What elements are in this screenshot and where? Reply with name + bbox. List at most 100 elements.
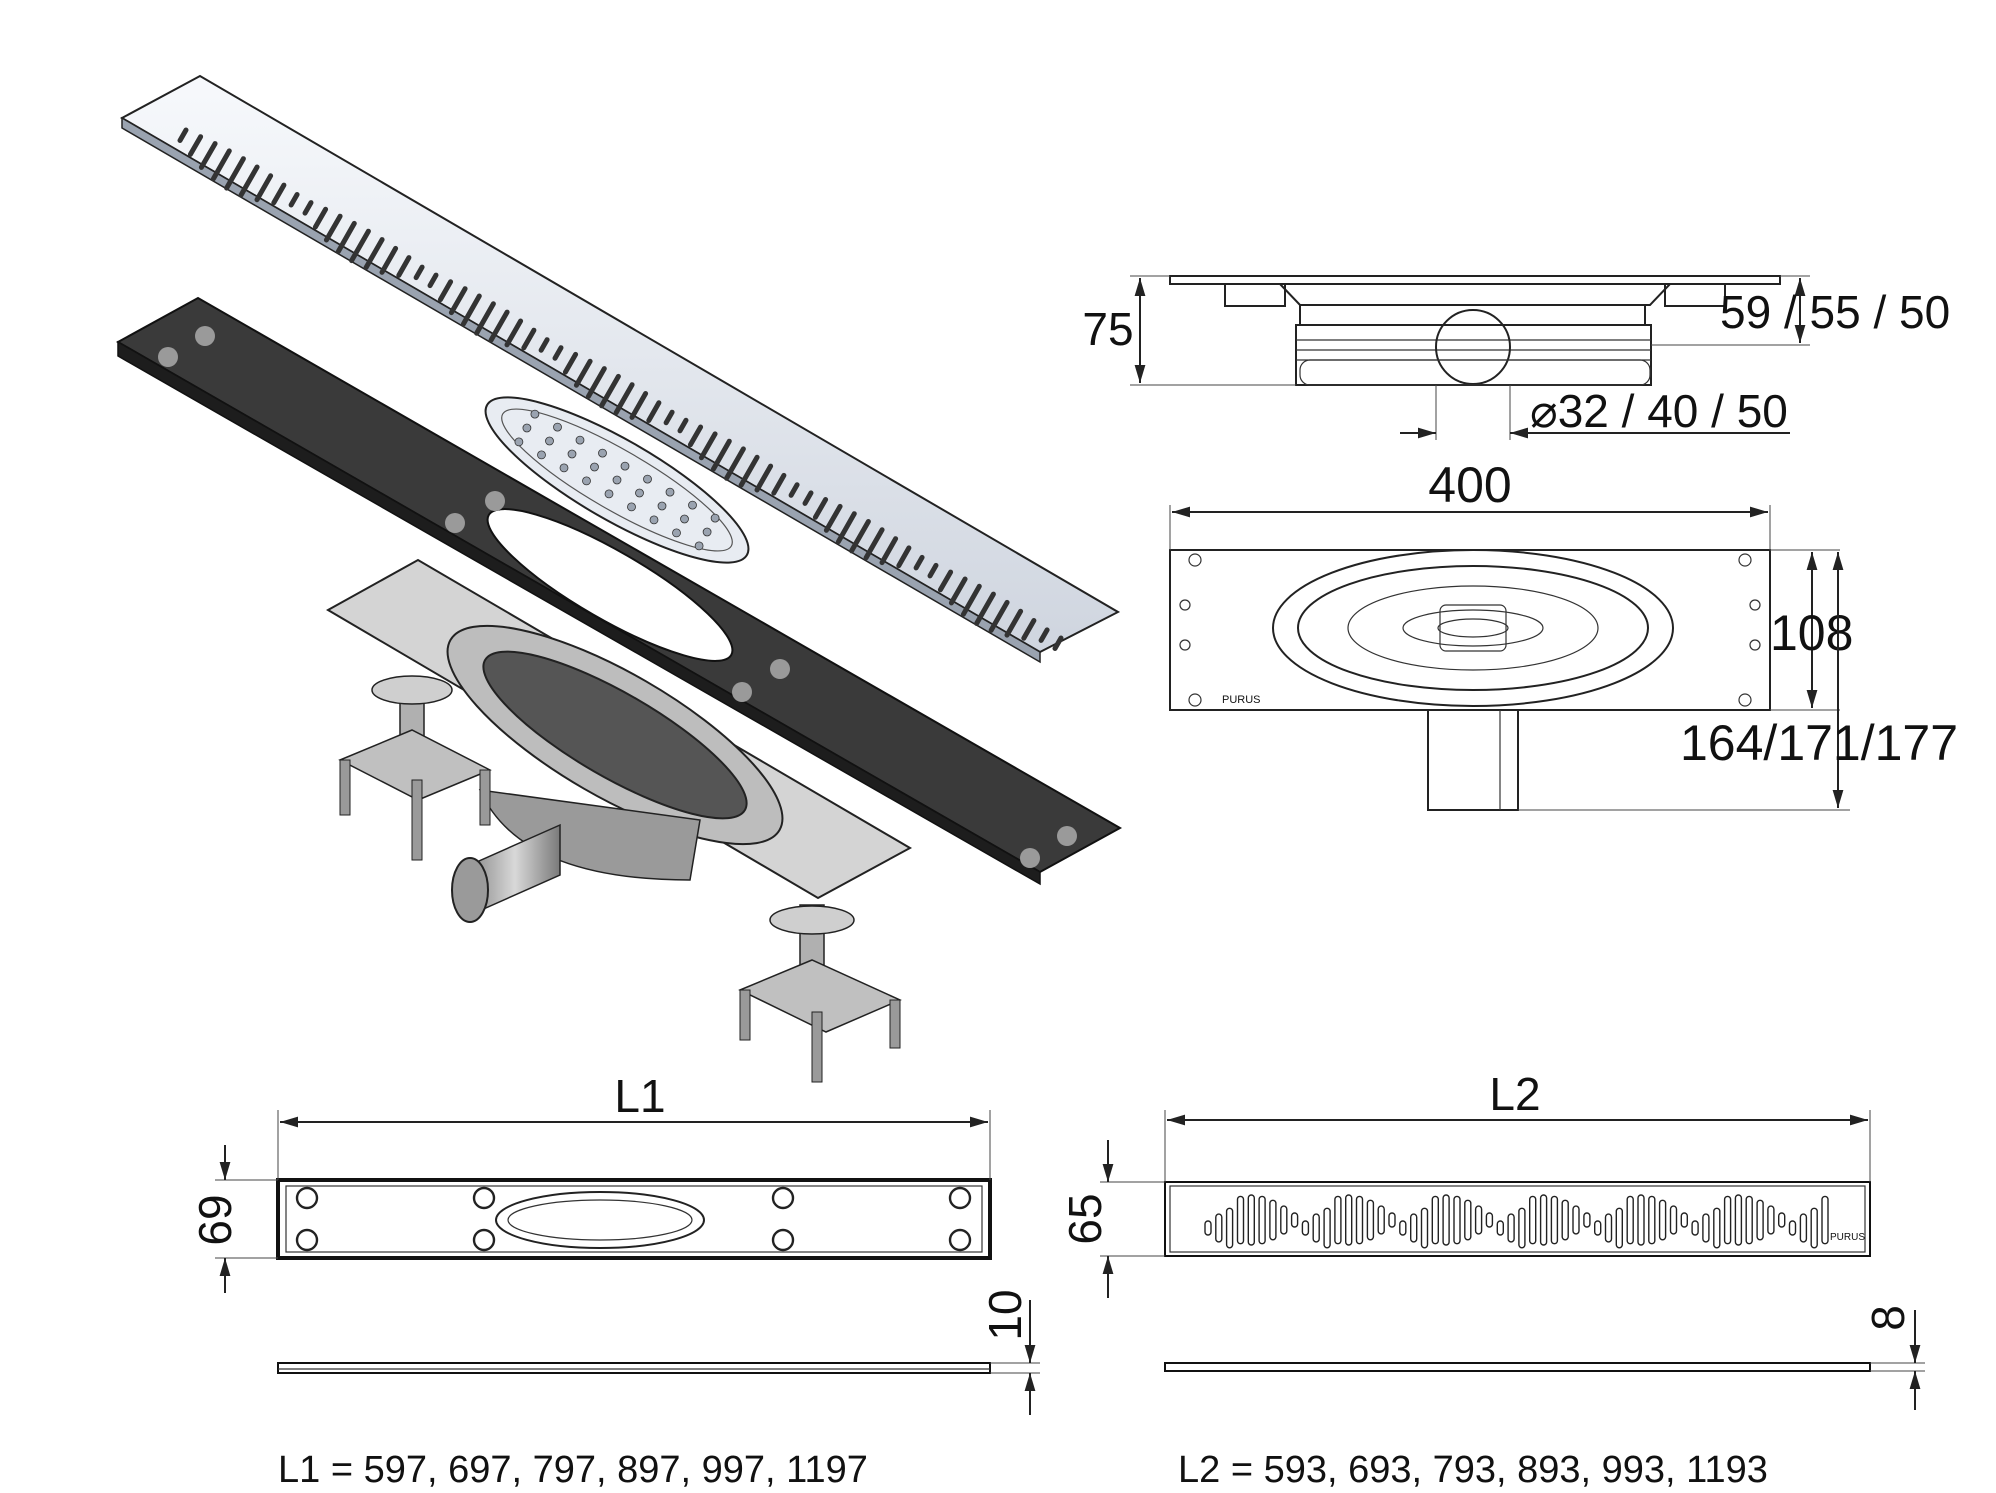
grate-slot bbox=[1366, 1199, 1375, 1241]
isometric-grate-slot bbox=[988, 599, 1010, 633]
grate-slot bbox=[1615, 1207, 1624, 1249]
isometric-grate-slot bbox=[538, 337, 550, 353]
strainer-hole bbox=[537, 450, 546, 460]
isometric-exploded-view bbox=[115, 74, 1123, 1083]
isometric-grate-slot bbox=[937, 569, 954, 593]
isometric-grate-slot bbox=[585, 366, 607, 399]
isometric-grate-slot bbox=[504, 318, 524, 348]
grate-slot bbox=[1312, 1213, 1320, 1243]
isometric-grate-slot bbox=[427, 272, 439, 289]
grate-slot bbox=[1518, 1207, 1526, 1249]
isometric-grate bbox=[119, 74, 1121, 664]
grate-slots bbox=[1204, 1194, 1829, 1249]
isometric-grate-slot bbox=[738, 454, 760, 488]
isometric-grate-slot bbox=[271, 182, 287, 206]
isometric-grate-slot bbox=[1021, 618, 1037, 641]
isometric-grate-slot bbox=[323, 213, 343, 243]
isometric-grate-slot bbox=[413, 264, 425, 281]
strainer-hole bbox=[702, 527, 712, 537]
isometric-drain-body bbox=[325, 558, 913, 923]
isometric-grate-slot bbox=[913, 554, 925, 571]
isometric-grate-slot bbox=[210, 148, 232, 182]
grate-slot bbox=[1280, 1205, 1288, 1235]
grate-slot bbox=[1496, 1220, 1505, 1236]
grate-slot bbox=[1528, 1195, 1537, 1245]
isometric-grate-slot bbox=[552, 345, 564, 361]
isometric-grate-slot bbox=[474, 301, 496, 336]
strainer-hole bbox=[672, 528, 681, 538]
isometric-grate-slot bbox=[948, 576, 968, 606]
strainer-hole bbox=[649, 515, 659, 525]
isometric-grate-slot bbox=[879, 536, 899, 566]
isometric-grate-slot bbox=[646, 400, 662, 423]
isometric-frame bbox=[115, 296, 1123, 886]
grate-slot bbox=[1507, 1213, 1515, 1243]
grate-slot bbox=[1236, 1195, 1245, 1245]
grate-slot bbox=[1377, 1205, 1385, 1235]
strainer-hole bbox=[514, 437, 524, 447]
isometric-grate-slot bbox=[698, 431, 718, 461]
strainer-hole bbox=[688, 500, 697, 510]
grate-slot bbox=[1777, 1212, 1786, 1228]
grate-height-label: 65 bbox=[1059, 1193, 1111, 1244]
strainer-hole bbox=[694, 541, 704, 551]
strainer-hole bbox=[598, 448, 607, 458]
isometric-grate-slot bbox=[802, 490, 814, 506]
grate-slot bbox=[1550, 1195, 1559, 1245]
isometric-grate-slot bbox=[663, 409, 675, 426]
isometric-grate-slot bbox=[335, 220, 357, 254]
grate-slot bbox=[1680, 1212, 1689, 1228]
isometric-grate-slot bbox=[724, 446, 746, 481]
grate-plan-view: PURUS L2 65 8 bbox=[1059, 1068, 1925, 1410]
isometric-grate-slot bbox=[312, 206, 329, 230]
strainer-hole bbox=[612, 475, 622, 485]
outlet-diameter-label: ⌀32 / 40 / 50 bbox=[1530, 385, 1788, 437]
grate-slot bbox=[1723, 1195, 1732, 1245]
isometric-grate-slot bbox=[448, 286, 468, 316]
strainer-hole bbox=[567, 449, 577, 459]
isometric-foot-left bbox=[338, 675, 492, 861]
side-view: 75 59 / 55 / 50 ⌀32 / 40 / 50 bbox=[1082, 275, 1950, 440]
strainer-hole bbox=[575, 435, 585, 445]
strainer-hole bbox=[620, 461, 630, 471]
isometric-strainer-holes bbox=[514, 409, 720, 551]
frame-height-label: 69 bbox=[189, 1194, 241, 1245]
isometric-grate-slot bbox=[187, 134, 204, 157]
isometric-grate-slot bbox=[437, 279, 454, 303]
grate-slot bbox=[1604, 1213, 1613, 1243]
side-heights-alt-label: 59 / 55 / 50 bbox=[1720, 286, 1950, 338]
grate-slot bbox=[1334, 1195, 1342, 1245]
side-height-label: 75 bbox=[1082, 303, 1133, 355]
isometric-grate-slot bbox=[849, 519, 871, 554]
frame-plan-view: L1 69 10 bbox=[189, 1070, 1040, 1415]
grate-slot bbox=[1593, 1220, 1602, 1236]
grate-length-label: L2 bbox=[1489, 1068, 1540, 1120]
grate-slot bbox=[1691, 1220, 1699, 1236]
isometric-grate-slot bbox=[224, 156, 246, 191]
isometric-grate-slot bbox=[599, 373, 621, 409]
isometric-grate-slot bbox=[238, 164, 260, 198]
grate-slot bbox=[1626, 1195, 1634, 1245]
grate-slot bbox=[1474, 1205, 1483, 1235]
grate-slot bbox=[1637, 1194, 1645, 1246]
grate-slot bbox=[1561, 1199, 1569, 1241]
grate-slot bbox=[1799, 1213, 1808, 1243]
l2-values-caption: L2 = 593, 693, 793, 893, 993, 1193 bbox=[1178, 1449, 1768, 1491]
isometric-grate-slot bbox=[573, 358, 593, 388]
strainer-hole bbox=[530, 409, 540, 419]
grate-slot bbox=[1399, 1220, 1407, 1236]
isometric-grate-slot bbox=[288, 192, 300, 208]
grate-slot bbox=[1485, 1212, 1494, 1228]
l1-values-caption: L1 = 597, 697, 797, 897, 997, 1197 bbox=[278, 1449, 868, 1491]
grate-slot bbox=[1713, 1207, 1721, 1249]
isometric-foot-right bbox=[738, 904, 902, 1083]
grate-slot bbox=[1669, 1205, 1678, 1235]
grate-slot bbox=[1247, 1194, 1256, 1246]
grate-slot bbox=[1355, 1195, 1364, 1245]
grate-slot bbox=[1745, 1195, 1753, 1245]
grate-thickness-label: 8 bbox=[1862, 1305, 1914, 1331]
grate-slot bbox=[1702, 1213, 1710, 1243]
grate-slot bbox=[1420, 1207, 1429, 1249]
strainer-hole bbox=[680, 514, 689, 524]
